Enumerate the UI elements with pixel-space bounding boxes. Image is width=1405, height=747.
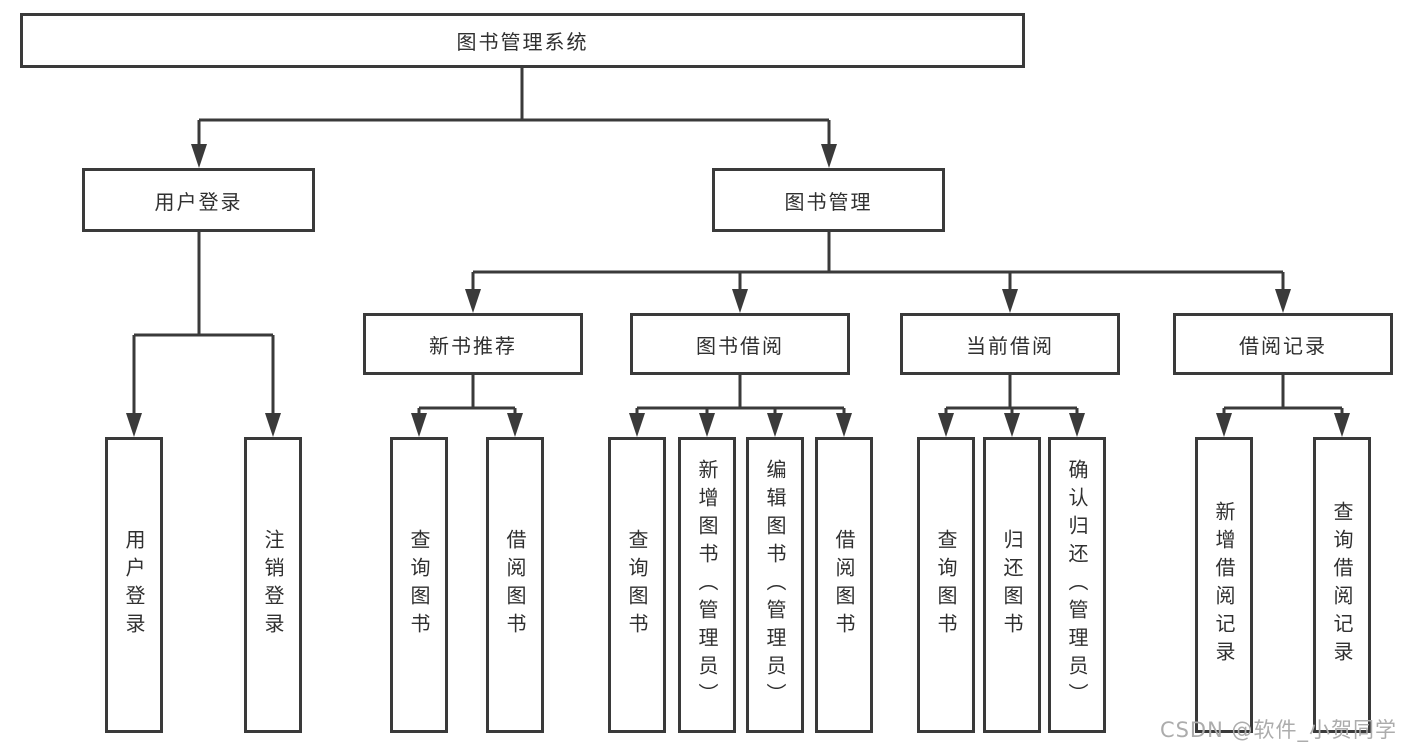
leaf-borrow-books-borrow: 借阅图书 <box>815 437 873 733</box>
node-root-label: 图书管理系统 <box>456 30 589 54</box>
arrowhead <box>732 289 748 313</box>
node-user-login-label: 用户登录 <box>154 189 243 214</box>
leaf-query-books-recommend: 查询图书 <box>390 437 448 733</box>
leaf-borrow-books-recommend-label: 借阅图书 <box>503 529 527 641</box>
leaf-logout-login: 注销登录 <box>244 437 302 733</box>
leaf-edit-book-admin: 编辑图书（管理员） <box>746 437 804 733</box>
leaf-add-book-admin: 新增图书（管理员） <box>678 437 736 733</box>
arrowhead <box>629 413 645 437</box>
leaf-query-books-borrow-label: 查询图书 <box>625 529 649 641</box>
leaf-user-login-label: 用户登录 <box>122 529 146 641</box>
leaf-add-borrow-record: 新增借阅记录 <box>1195 437 1253 733</box>
leaf-query-books-current-label: 查询图书 <box>934 529 958 641</box>
leaf-query-books-recommend-label: 查询图书 <box>407 529 431 641</box>
arrowhead <box>836 413 852 437</box>
connector-current-borrow <box>944 375 1079 416</box>
arrowhead <box>126 413 142 437</box>
connector-book-borrow <box>635 375 846 416</box>
arrowhead <box>411 413 427 437</box>
csdn-watermark: CSDN @软件_小贺同学 <box>1159 718 1397 742</box>
leaf-add-borrow-record-label: 新增借阅记录 <box>1212 501 1236 669</box>
node-borrow-records-label: 借阅记录 <box>1239 333 1327 358</box>
leaf-query-borrow-record: 查询借阅记录 <box>1313 437 1371 733</box>
arrowhead <box>1216 413 1232 437</box>
node-book-borrow: 图书借阅 <box>630 313 850 375</box>
arrowhead <box>699 413 715 437</box>
connector-borrow-records <box>1222 375 1344 416</box>
leaf-add-book-admin-label: 新增图书（管理员） <box>695 459 719 711</box>
leaf-borrow-books-borrow-label: 借阅图书 <box>832 529 856 641</box>
leaf-borrow-books-recommend: 借阅图书 <box>486 437 544 733</box>
arrowhead <box>767 413 783 437</box>
node-new-book-recommend: 新书推荐 <box>363 313 583 375</box>
arrowhead <box>265 413 281 437</box>
leaf-query-books-borrow: 查询图书 <box>608 437 666 733</box>
arrowhead <box>938 413 954 437</box>
node-book-management: 图书管理 <box>712 168 945 232</box>
node-root-system: 图书管理系统 <box>20 13 1025 68</box>
arrowhead <box>1002 289 1018 313</box>
arrowhead <box>1004 413 1020 437</box>
connector-book-management <box>471 232 1285 291</box>
arrowhead <box>191 144 207 168</box>
leaf-return-books: 归还图书 <box>983 437 1041 733</box>
arrowhead <box>1275 289 1291 313</box>
connector-new-book-recommend <box>417 375 517 416</box>
node-current-borrow: 当前借阅 <box>900 313 1120 375</box>
arrowhead <box>1069 413 1085 437</box>
node-user-login: 用户登录 <box>82 168 315 232</box>
arrowhead <box>507 413 523 437</box>
leaf-query-borrow-record-label: 查询借阅记录 <box>1330 501 1354 669</box>
leaf-logout-login-label: 注销登录 <box>261 529 285 641</box>
arrowhead <box>1334 413 1350 437</box>
arrowhead <box>465 289 481 313</box>
node-new-book-recommend-label: 新书推荐 <box>429 333 517 358</box>
connector-user-login <box>132 232 275 415</box>
leaf-confirm-return-admin-label: 确认归还（管理员） <box>1065 459 1089 711</box>
node-current-borrow-label: 当前借阅 <box>966 333 1054 358</box>
node-book-borrow-label: 图书借阅 <box>696 333 784 358</box>
node-book-management-label: 图书管理 <box>784 189 873 214</box>
leaf-return-books-label: 归还图书 <box>1000 529 1024 641</box>
arrowheads <box>126 144 1350 437</box>
arrowhead <box>821 144 837 168</box>
leaf-confirm-return-admin: 确认归还（管理员） <box>1048 437 1106 733</box>
connector-root <box>197 68 831 146</box>
node-borrow-records: 借阅记录 <box>1173 313 1393 375</box>
leaf-edit-book-admin-label: 编辑图书（管理员） <box>763 459 787 711</box>
leaf-query-books-current: 查询图书 <box>917 437 975 733</box>
leaf-user-login: 用户登录 <box>105 437 163 733</box>
